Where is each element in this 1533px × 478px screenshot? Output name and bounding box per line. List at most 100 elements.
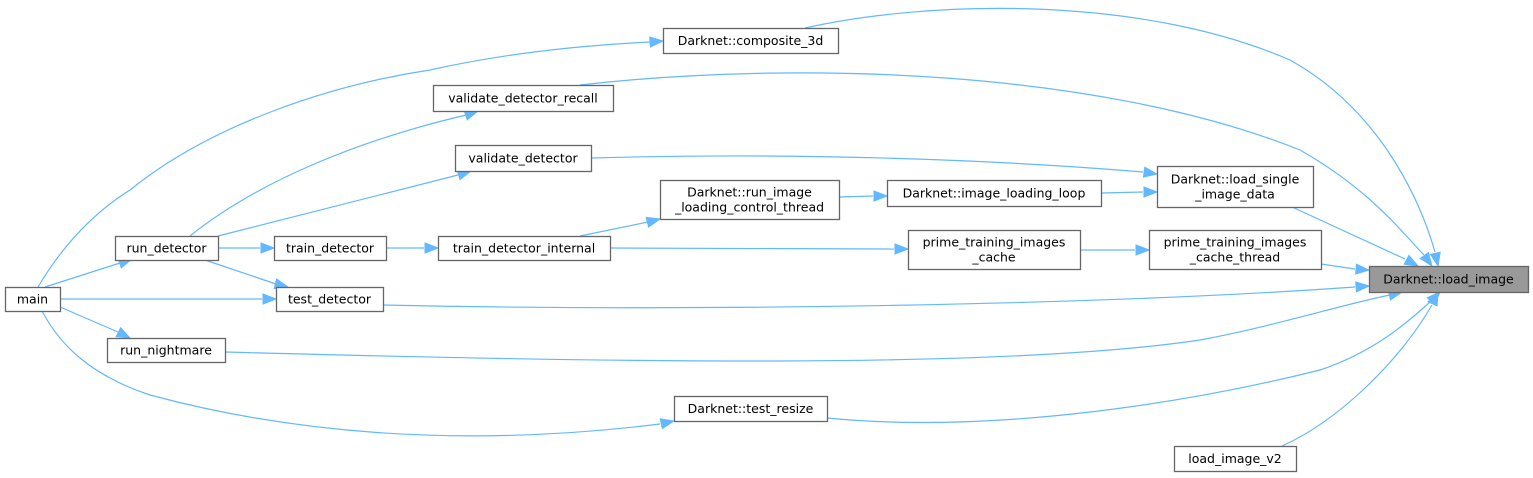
edge-line xyxy=(204,259,277,285)
node-label: Darknet::run_image xyxy=(687,185,812,200)
edge-main-to-run_nightmare xyxy=(59,306,132,339)
edge-line xyxy=(44,262,121,288)
node-label: run_detector xyxy=(126,241,207,256)
edge-line xyxy=(590,155,1144,173)
node-train-detector[interactable]: train_detector xyxy=(273,235,388,262)
node-box[interactable] xyxy=(275,286,385,313)
node-label: Darknet::load_image xyxy=(1383,272,1514,287)
arrowhead-icon xyxy=(262,293,278,305)
node-label: prime_training_images xyxy=(923,235,1066,250)
edge-run_nightmare-to-load_image xyxy=(224,289,1404,362)
node-label: _cache_thread xyxy=(1189,250,1281,265)
arrowhead-icon xyxy=(1142,166,1159,178)
edge-run_image_loading_control_thread-to-image_loading_loop xyxy=(838,190,889,202)
nodes-layer: Darknet::load_image Darknet::composite_3d… xyxy=(4,27,1530,473)
node-label: validate_detector xyxy=(468,151,578,166)
arrowhead-icon xyxy=(1419,251,1433,268)
node-label: load_image_v2 xyxy=(1188,451,1282,466)
edge-load_image_v2-to-load_image xyxy=(1281,290,1439,447)
arrowhead-icon xyxy=(1429,251,1441,268)
edge-line xyxy=(804,7,1436,253)
edge-line xyxy=(382,286,1356,309)
node-main[interactable]: main xyxy=(4,286,62,313)
node-run-nightmare[interactable]: run_nightmare xyxy=(106,337,227,364)
edge-line xyxy=(826,301,1431,424)
node-label: Darknet::image_loading_loop xyxy=(903,186,1086,201)
node-run-image-loading-control-thread[interactable]: Darknet::run_image_loading_control_threa… xyxy=(659,179,841,221)
edge-run_detector-to-validate_detector_recall xyxy=(189,109,480,237)
edge-validate_detector-to-load_single_image_data xyxy=(590,155,1159,178)
edge-train_detector-to-train_detector_internal xyxy=(386,242,440,254)
node-box[interactable] xyxy=(886,179,1103,208)
edge-main-to-composite_3d xyxy=(37,36,665,288)
arrowhead-icon xyxy=(649,36,665,48)
node-label: _loading_control_thread xyxy=(674,200,824,215)
node-test-detector[interactable]: test_detector xyxy=(275,286,385,313)
edge-run_detector-to-validate_detector xyxy=(217,169,473,237)
node-box[interactable] xyxy=(673,395,829,423)
node-box[interactable] xyxy=(106,337,227,364)
edge-line xyxy=(217,174,459,237)
arrowhead-icon xyxy=(659,418,676,430)
edge-test_detector-to-load_image xyxy=(382,281,1371,309)
edge-composite_3d-to-load_image xyxy=(804,7,1441,268)
node-train-detector-internal[interactable]: train_detector_internal xyxy=(437,235,612,262)
edge-line xyxy=(1320,263,1356,270)
node-box[interactable] xyxy=(432,84,615,113)
node-label: train_detector xyxy=(286,241,375,256)
edge-line xyxy=(41,310,661,437)
node-run-detector[interactable]: run_detector xyxy=(114,235,220,262)
node-box[interactable] xyxy=(662,27,840,55)
edge-main-to-test_resize xyxy=(41,310,676,437)
node-validate-detector-recall[interactable]: validate_detector_recall xyxy=(432,84,615,113)
edge-load_single_image_data-to-load_image xyxy=(1291,206,1420,267)
node-box[interactable] xyxy=(1148,229,1323,271)
edge-line xyxy=(1100,191,1144,194)
node-prime-training-images-cache-thread[interactable]: prime_training_images_cache_thread xyxy=(1148,229,1323,271)
edge-line xyxy=(1291,206,1406,260)
node-box[interactable] xyxy=(907,229,1082,271)
arrowhead-icon xyxy=(894,243,910,255)
edge-line xyxy=(224,294,1391,362)
node-box[interactable] xyxy=(1368,265,1530,294)
node-box[interactable] xyxy=(114,235,220,262)
node-prime-training-images-cache[interactable]: prime_training_images_cache xyxy=(907,229,1082,271)
node-label: train_detector_internal xyxy=(453,241,595,256)
node-box[interactable] xyxy=(1156,165,1315,209)
edge-prime_training_images_cache_thread-to-load_image xyxy=(1320,263,1371,275)
edge-line xyxy=(579,72,1425,256)
node-box[interactable] xyxy=(273,235,388,262)
node-label: Darknet::test_resize xyxy=(688,401,814,416)
edge-line xyxy=(609,247,895,250)
node-load-single-image-data[interactable]: Darknet::load_single_image_data xyxy=(1156,165,1315,209)
edge-line xyxy=(37,41,651,288)
node-box[interactable] xyxy=(1173,445,1298,473)
edge-main-to-run_detector xyxy=(44,257,134,288)
node-label: main xyxy=(17,292,48,307)
node-load-image-v2[interactable]: load_image_v2 xyxy=(1173,445,1298,473)
node-composite-3d[interactable]: Darknet::composite_3d xyxy=(662,27,840,55)
edge-run_detector-to-test_detector xyxy=(204,259,290,290)
node-load-image[interactable]: Darknet::load_image xyxy=(1368,265,1530,294)
arrowhead-icon xyxy=(1143,186,1159,198)
node-label: prime_training_images xyxy=(1164,235,1307,250)
node-box[interactable] xyxy=(437,235,612,262)
node-image-loading-loop[interactable]: Darknet::image_loading_loop xyxy=(886,179,1103,208)
node-validate-detector[interactable]: validate_detector xyxy=(454,144,593,173)
edge-main-to-test_detector xyxy=(60,293,278,305)
edge-train_detector_internal-to-prime_training_images_cache xyxy=(609,243,910,255)
edge-validate_detector_recall-to-load_image xyxy=(579,72,1433,268)
arrowhead-icon xyxy=(873,190,889,202)
node-box[interactable] xyxy=(454,144,593,173)
node-box[interactable] xyxy=(4,286,62,313)
arrowhead-icon xyxy=(115,326,132,339)
node-label: validate_detector_recall xyxy=(448,91,598,106)
node-label: Darknet::load_single xyxy=(1171,172,1300,187)
edge-image_loading_loop-to-load_single_image_data xyxy=(1100,186,1159,198)
node-label: run_nightmare xyxy=(120,343,212,358)
arrowhead-icon xyxy=(1135,244,1151,256)
node-test-resize[interactable]: Darknet::test_resize xyxy=(673,395,829,423)
arrowhead-icon xyxy=(1403,254,1420,267)
node-box[interactable] xyxy=(659,179,841,221)
